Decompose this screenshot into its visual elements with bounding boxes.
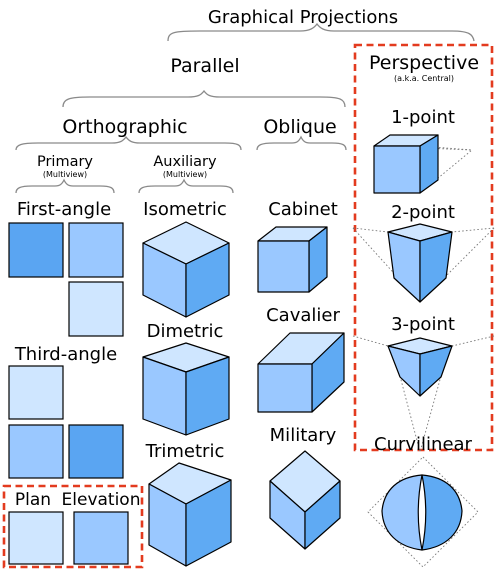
first-angle-front-view: [8, 222, 64, 278]
label-primary: Primary: [37, 154, 93, 170]
diagram-title: Graphical Projections: [208, 7, 398, 28]
label-curvilinear: Curvilinear: [374, 434, 473, 455]
label-3-point: 3-point: [391, 314, 455, 335]
label-oblique: Oblique: [263, 116, 336, 138]
dimetric-cube: [142, 342, 230, 436]
military-cube: [269, 450, 341, 550]
label-1-point: 1-point: [391, 107, 455, 128]
first-angle-side-view: [68, 222, 124, 278]
brace-oblique: [256, 135, 347, 151]
cavalier-cube: [257, 332, 345, 413]
label-parallel: Parallel: [170, 55, 239, 77]
label-2-point: 2-point: [391, 202, 455, 223]
label-cabinet: Cabinet: [268, 199, 338, 220]
brace-top: [167, 22, 475, 42]
label-auxiliary: Auxiliary: [153, 154, 217, 170]
perspective-highlight: [353, 43, 494, 452]
label-first-angle: First-angle: [17, 199, 111, 220]
brace-parallel: [62, 89, 346, 108]
label-trimetric: Trimetric: [145, 441, 225, 462]
three-point-cube: [352, 335, 495, 453]
plan-view: [8, 511, 64, 565]
brace-orthographic: [15, 135, 242, 151]
brace-auxiliary: [138, 178, 234, 194]
label-plan: Plan: [15, 490, 51, 510]
one-point-cube: [373, 134, 473, 194]
perspective-note: (a.k.a. Central): [394, 74, 454, 83]
label-orthographic: Orthographic: [62, 116, 187, 138]
label-cavalier: Cavalier: [266, 305, 340, 326]
third-angle-side-view: [68, 424, 124, 479]
label-military: Military: [270, 425, 337, 446]
label-isometric: Isometric: [143, 199, 227, 220]
primary-note: (Multiview): [43, 170, 87, 179]
label-third-angle: Third-angle: [14, 344, 117, 365]
trimetric-cube: [148, 462, 232, 567]
curvilinear-cube: [367, 456, 479, 568]
first-angle-plan-view: [68, 281, 124, 337]
label-dimetric: Dimetric: [147, 321, 224, 342]
two-point-cube: [352, 223, 495, 303]
label-elevation: Elevation: [62, 490, 141, 510]
elevation-view: [73, 511, 129, 565]
third-angle-front-view: [8, 424, 64, 479]
plan-elevation-highlight: [2, 484, 144, 569]
label-perspective: Perspective: [369, 52, 479, 74]
brace-primary: [15, 178, 115, 194]
cabinet-cube: [257, 226, 328, 293]
isometric-cube: [142, 221, 230, 318]
third-angle-plan-view: [8, 365, 64, 420]
auxiliary-note: (Multiview): [163, 170, 207, 179]
